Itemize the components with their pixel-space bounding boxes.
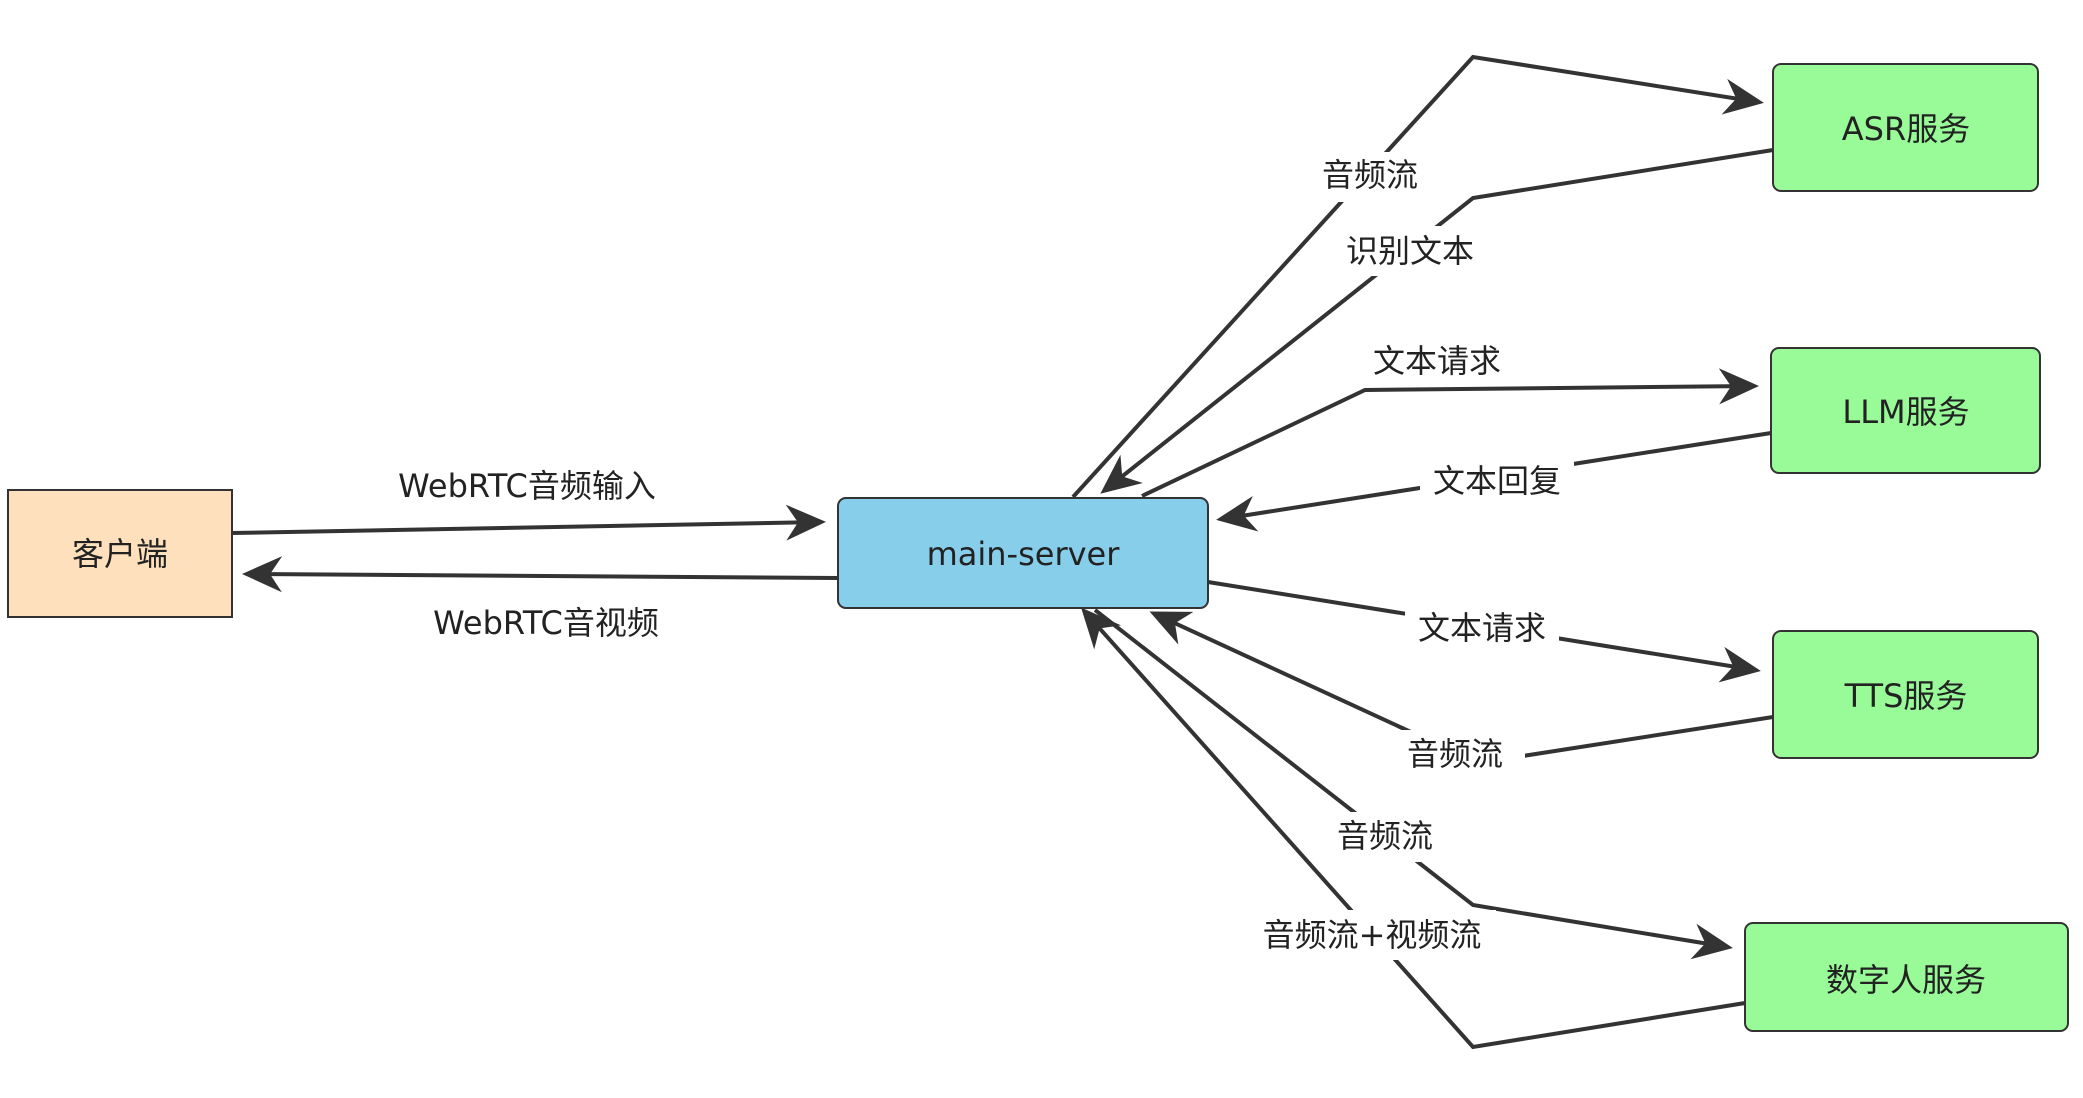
edge-server-to-client: WebRTC音视频 [242, 556, 839, 650]
edge-server-to-asr: 音频流 [1071, 54, 1764, 499]
edge-server-to-avatar: 音频流 [1093, 608, 1733, 960]
node-tts-label: TTS服务 [1844, 677, 1968, 715]
node-main-server-label: main-server [927, 535, 1121, 573]
edge-label-llm-to-server: 文本回复 [1433, 462, 1561, 500]
node-asr-service: ASR服务 [1772, 63, 2039, 192]
node-llm-service: LLM服务 [1770, 347, 2041, 474]
edge-llm-to-server: 文本回复 [1216, 431, 1772, 532]
edge-label-server-to-avatar: 音频流 [1337, 817, 1433, 855]
node-avatar-label: 数字人服务 [1826, 961, 1986, 999]
edge-server-to-tts: 文本请求 [1207, 580, 1761, 683]
edge-tts-to-server: 音频流 [1149, 611, 1774, 780]
edge-label-avatar-to-server: 音频流+视频流 [1263, 916, 1482, 954]
edge-label-client-to-server: WebRTC音频输入 [398, 467, 656, 505]
node-main-server: main-server [837, 497, 1209, 609]
edge-asr-to-server: 识别文本 [1100, 148, 1774, 494]
edge-label-asr-to-server: 识别文本 [1346, 232, 1474, 270]
edge-label-server-to-tts: 文本请求 [1418, 609, 1546, 647]
node-tts-service: TTS服务 [1772, 630, 2039, 759]
edge-server-to-llm: 文本请求 [1141, 336, 1759, 498]
edge-label-tts-to-server: 音频流 [1407, 735, 1503, 773]
edge-label-server-to-asr: 音频流 [1322, 156, 1418, 194]
node-llm-label: LLM服务 [1842, 393, 1969, 431]
edge-client-to-server: WebRTC音频输入 [231, 462, 826, 541]
node-client: 客户端 [7, 489, 233, 618]
edge-label-server-to-client: WebRTC音视频 [433, 604, 659, 642]
edge-avatar-to-server: 音频流+视频流 [1081, 607, 1746, 1050]
node-digital-human-service: 数字人服务 [1744, 922, 2069, 1032]
node-asr-label: ASR服务 [1842, 110, 1970, 148]
edge-label-server-to-llm: 文本请求 [1373, 342, 1501, 380]
node-client-label: 客户端 [72, 535, 168, 573]
